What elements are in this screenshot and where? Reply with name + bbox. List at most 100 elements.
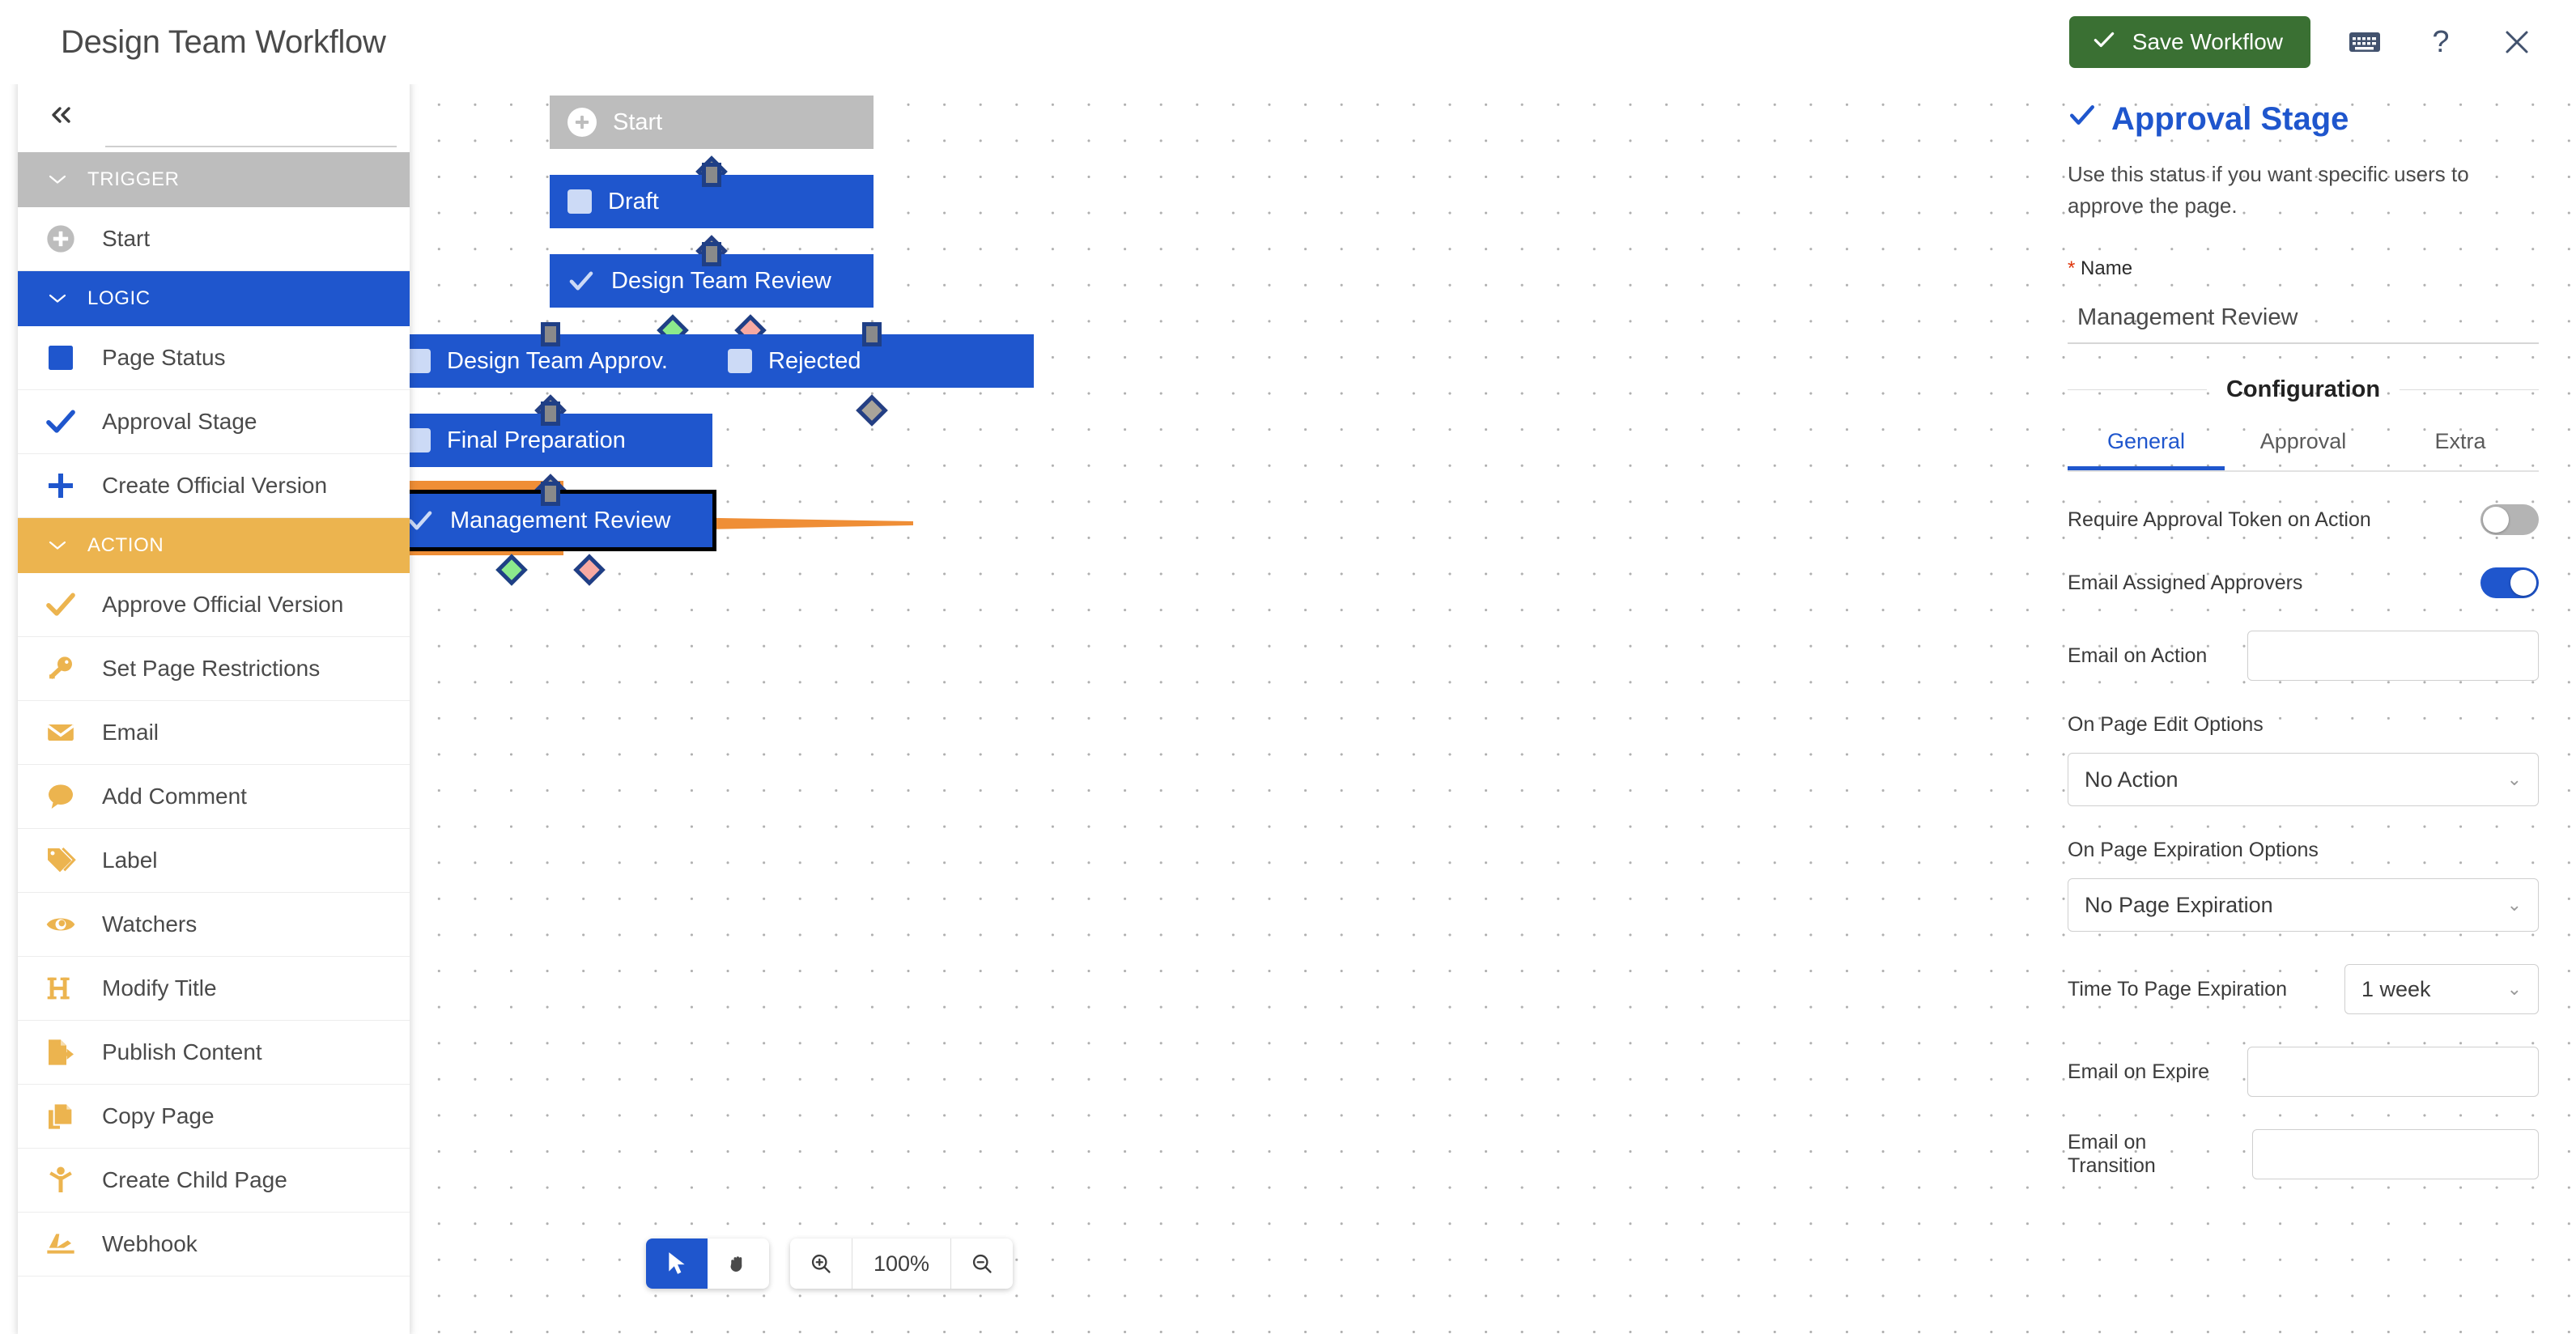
sidebar-item-webhook[interactable]: Webhook [18,1213,410,1277]
name-label-text: Name [2081,257,2133,279]
sidebar-item-add-comment[interactable]: Add Comment [18,765,410,829]
on-page-edit-options-label: On Page Edit Options [2068,713,2264,736]
email-on-expire-input[interactable] [2247,1047,2539,1097]
sidebar-item-create-child-page[interactable]: Create Child Page [18,1149,410,1213]
magnifier-plus-icon[interactable] [790,1238,852,1289]
sidebar-item-start[interactable]: Start [18,207,410,271]
workflow-node-rejected[interactable]: Rejected [710,322,1034,427]
tab-approval[interactable]: Approval [2259,429,2347,453]
square-icon [410,428,431,452]
workflow-node-draft[interactable]: Draft [550,163,874,267]
time-to-page-expiration-row: Time To Page Expiration 1 week ⌄ [2068,964,2539,1014]
name-input[interactable] [2068,301,2539,344]
square-icon [728,349,752,373]
page-title: Design Team Workflow [61,24,386,60]
divider [2400,389,2540,390]
envelope-icon [42,716,79,749]
email-on-transition-row: Email on Transition [2068,1129,2539,1179]
sidebar-item-create-official-version[interactable]: Create Official Version [18,454,410,518]
sidebar-item-set-page-restrictions[interactable]: Set Page Restrictions [18,637,410,701]
divider [950,1238,952,1289]
chevron-down-icon: ⌄ [2506,894,2522,915]
sidebar-section-action[interactable]: ACTION [18,518,410,573]
workflow-node-design-team-approved[interactable]: Design Team Approv. [410,322,712,427]
sidebar-item-approve-official-version[interactable]: Approve Official Version [18,573,410,637]
sidebar-item-copy-page[interactable]: Copy Page [18,1085,410,1149]
email-on-action-row: Email on Action [2068,631,2539,681]
node-input-port[interactable] [862,322,882,346]
require-approval-token-toggle[interactable] [2480,504,2539,535]
help-icon[interactable]: ? [2419,20,2463,64]
email-assigned-approvers-row: Email Assigned Approvers [2068,567,2539,598]
email-assigned-approvers-toggle[interactable] [2480,567,2539,598]
double-chevron-left-icon[interactable] [28,81,96,149]
require-approval-token-row: Require Approval Token on Action [2068,504,2539,535]
check-icon [42,406,79,438]
workflow-node-label: Design Team Review [611,267,831,294]
canvas-tool-group [646,1238,769,1289]
tag-icon [42,844,79,877]
sidebar-section-trigger[interactable]: TRIGGER [18,152,410,207]
configuration-label: Configuration [2225,376,2381,402]
chevron-down-icon [47,168,68,191]
save-workflow-button[interactable]: Save Workflow [2068,16,2310,68]
on-page-expiration-options-value: No Page Expiration [2085,892,2273,917]
on-page-edit-options-group: On Page Edit Options No Action ⌄ [2068,713,2539,806]
element-palette-sidebar: TRIGGER Start LOGIC Page Status Approval… [18,78,410,1334]
node-input-port[interactable] [702,163,721,187]
time-to-page-expiration-select[interactable]: 1 week ⌄ [2344,964,2539,1014]
time-to-page-expiration-label: Time To Page Expiration [2068,977,2287,1000]
top-bar-actions: Save Workflow ? [2068,16,2539,68]
workflow-node-label: Start [613,108,663,135]
on-page-expiration-options-label: On Page Expiration Options [2068,839,2319,861]
on-page-expiration-options-select[interactable]: No Page Expiration ⌄ [2068,878,2539,932]
on-page-expiration-options-group: On Page Expiration Options No Page Expir… [2068,839,2539,932]
sidebar-section-logic[interactable]: LOGIC [18,271,410,326]
chevron-down-icon [47,287,68,310]
tab-extra[interactable]: Extra [2434,429,2486,453]
close-icon[interactable] [2495,20,2539,64]
node-input-port[interactable] [541,322,560,346]
sidebar-item-label: Webhook [102,1231,198,1256]
workflow-node-final-preparation[interactable]: Final Preparation [410,401,712,506]
plus-circle-icon [567,108,597,137]
sidebar-item-modify-title[interactable]: Modify Title [18,957,410,1021]
pan-tool-button[interactable] [708,1238,769,1289]
email-on-transition-label: Email on Transition [2068,1131,2156,1177]
sidebar-item-label: Publish Content [102,1039,262,1064]
plus-circle-icon [42,223,79,255]
tab-general[interactable]: General [2068,429,2225,470]
workflow-node-management-review[interactable]: Management Review [410,482,716,586]
workflow-node-design-team-review[interactable]: Design Team Review [550,242,874,346]
select-tool-button[interactable] [646,1238,708,1289]
sidebar-item-watchers[interactable]: Watchers [18,893,410,957]
key-icon [42,652,79,685]
node-input-port[interactable] [702,242,721,266]
node-input-port[interactable] [541,482,560,506]
email-on-transition-input[interactable] [2252,1129,2539,1179]
sidebar-item-email[interactable]: Email [18,701,410,765]
workflow-node-start[interactable]: Start [550,96,874,188]
magnifier-minus-icon[interactable] [951,1238,1013,1289]
sidebar-item-page-status[interactable]: Page Status [18,326,410,390]
properties-panel: Approval Stage Use this status if you wa… [2030,78,2576,1334]
node-input-port[interactable] [541,401,560,426]
sidebar-item-approval-stage[interactable]: Approval Stage [18,390,410,454]
keyboard-icon[interactable] [2343,20,2387,64]
panel-title: Approval Stage [2068,100,2539,138]
sidebar-item-publish-content[interactable]: Publish Content [18,1021,410,1085]
configuration-heading: Configuration [2068,376,2540,403]
email-on-expire-label: Email on Expire [2068,1060,2210,1083]
sidebar-item-label: Create Child Page [102,1167,287,1192]
sidebar-item-label: Create Official Version [102,473,328,498]
sidebar-item-label: Page Status [102,345,226,370]
required-marker: * [2068,257,2076,279]
email-on-action-label: Email on Action [2068,644,2208,667]
on-page-edit-options-select[interactable]: No Action ⌄ [2068,753,2539,806]
email-on-action-input[interactable] [2247,631,2539,681]
sidebar-item-label[interactable]: Label [18,829,410,893]
sidebar-item-label: Approve Official Version [102,592,344,617]
square-icon [567,189,592,214]
zoom-control-group: 100% [790,1238,1014,1289]
